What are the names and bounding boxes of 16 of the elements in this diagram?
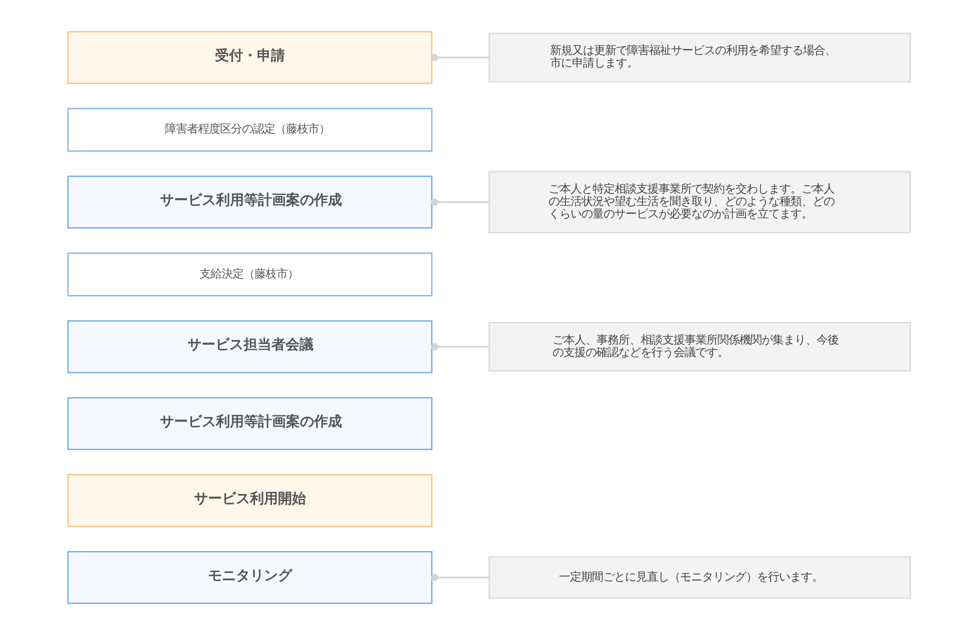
node-box: サービス利用等計画案の作成: [67, 397, 432, 450]
node-box: ご本人、事務所、相談支援事業所関係機関が集まり、今後の支援の確認などを行う会議です。: [488, 322, 912, 372]
node-box: 一定期間ごとに見直し（モニタリング）を行います。: [488, 556, 912, 599]
node-box: 新規又は更新で障害福祉サービスの利用を希望する場合、市に申請します。: [488, 32, 912, 82]
node-box: モニタリング: [67, 550, 432, 604]
node-box: サービス利用等計画案の作成: [67, 176, 432, 229]
node-box: サービス利用開始: [67, 474, 432, 528]
connector: [430, 198, 489, 206]
node-box: 支給決定（藤枝市）: [67, 252, 432, 296]
node-box: 障害者程度区分の認定（藤枝市）: [67, 108, 432, 152]
connector: [430, 574, 489, 582]
connector: [430, 343, 489, 350]
node-box: 受付・申請: [67, 31, 432, 84]
node-box: サービス担当者会議: [67, 320, 432, 374]
node-box: ご本人と特定相談支援事業所で契約を交わします。ご本人の生活状況や望む生活を聞き取り、どのような種類、どのくらいの量のサービスが必要なのか計画を立てます。: [488, 171, 912, 234]
connector: [430, 54, 489, 62]
